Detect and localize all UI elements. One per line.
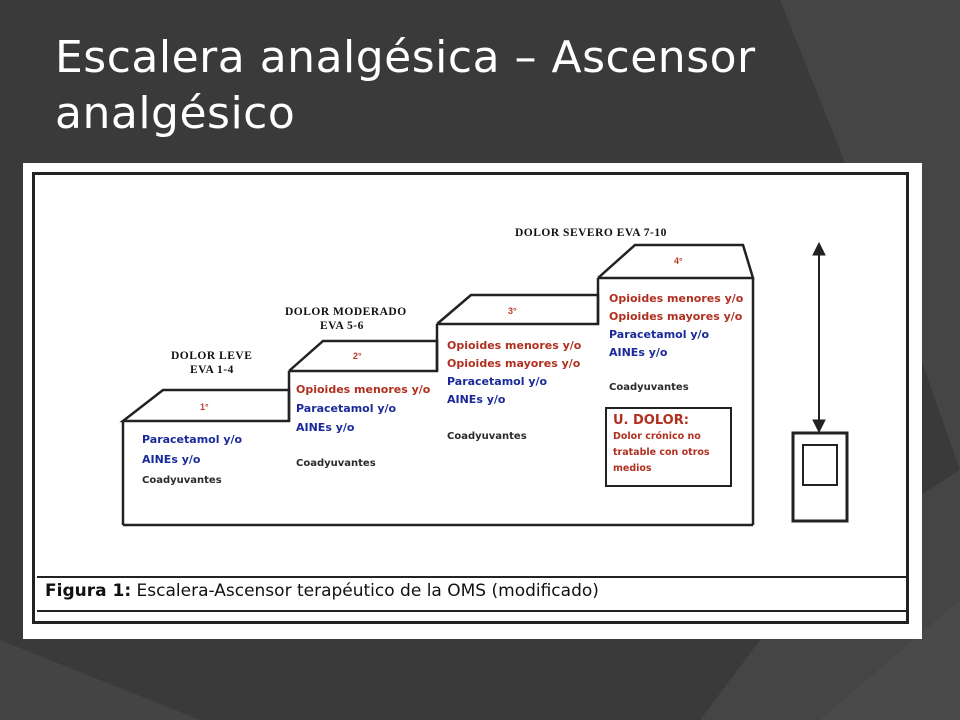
step-4-line-3: Paracetamol y/o [609, 328, 710, 341]
step-4-line-4: AINEs y/o [609, 346, 668, 359]
step-4-line-2: Opioides mayores y/o [609, 310, 743, 323]
step-4-header-line1: DOLOR SEVERO EVA 7-10 [515, 227, 667, 239]
figure-caption: Figura 1: Escalera-Ascensor terapéutico … [45, 581, 599, 601]
step-1-line-2: AINEs y/o [142, 453, 201, 466]
step-4-line-5: Coadyuvantes [609, 382, 689, 393]
step-4-line-1: Opioides menores y/o [609, 292, 744, 305]
udolor-box: U. DOLOR: Dolor crónico no tratable con … [605, 407, 732, 487]
caption-label: Figura 1: [45, 581, 132, 601]
udolor-title: U. DOLOR: [613, 413, 689, 428]
step-2-line-4: Coadyuvantes [296, 458, 376, 469]
step-4-shape [597, 243, 755, 280]
step-1-header-line2: EVA 1-4 [190, 364, 234, 376]
step-3-line-4: AINEs y/o [447, 393, 506, 406]
arrow-up-icon [812, 241, 826, 256]
step-2-line-2: Paracetamol y/o [296, 402, 397, 415]
caption-text: Escalera-Ascensor terapéutico de la OMS … [131, 581, 599, 601]
step-1-label: 1° [200, 402, 209, 412]
step-3-shape [436, 293, 600, 326]
step-3-line-2: Opioides mayores y/o [447, 357, 581, 370]
step-2-header-line2: EVA 5-6 [320, 320, 364, 332]
step-2-header-line1: DOLOR MODERADO [285, 306, 407, 318]
step-1-line-3: Coadyuvantes [142, 475, 222, 486]
step-2-label: 2° [353, 351, 362, 361]
step-3-line-1: Opioides menores y/o [447, 339, 582, 352]
slide-title: Escalera analgésica – Ascensor analgésic… [55, 32, 756, 139]
arrow-down-icon [812, 419, 826, 434]
staircase-diagram: DOLOR LEVE EVA 1-4 DOLOR MODERADO EVA 5-… [119, 227, 849, 527]
caption-rule-top [37, 576, 909, 578]
figure-panel: DOLOR LEVE EVA 1-4 DOLOR MODERADO EVA 5-… [23, 163, 922, 639]
step-4-label: 4° [674, 256, 683, 266]
step-2-line-1: Opioides menores y/o [296, 383, 431, 396]
caption-rule-bottom [37, 610, 909, 612]
figure-frame [32, 172, 909, 624]
elevator-door [802, 444, 838, 486]
udolor-line-1: Dolor crónico no [613, 431, 701, 442]
step-3-line-3: Paracetamol y/o [447, 375, 548, 388]
step-1-header-line1: DOLOR LEVE [171, 350, 252, 362]
udolor-line-2: tratable con otros [613, 447, 710, 458]
step-3-label: 3° [508, 306, 517, 316]
step-1-line-1: Paracetamol y/o [142, 433, 243, 446]
elevator-cabin [791, 431, 849, 523]
step-3-line-5: Coadyuvantes [447, 431, 527, 442]
step-2-shape [288, 339, 439, 373]
udolor-line-3: medios [613, 463, 652, 474]
step-2-line-3: AINEs y/o [296, 421, 355, 434]
